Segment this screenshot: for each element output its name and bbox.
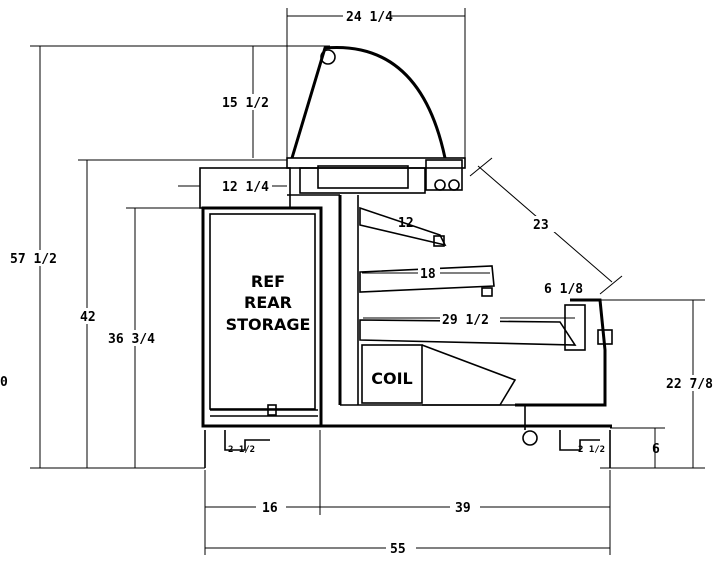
dim-toe-left: 2 1/2 (228, 445, 255, 455)
coil-label: COIL (371, 369, 413, 388)
dim-rear-depth: 16 (262, 501, 278, 516)
dim-overall-height: 57 1/2 (10, 252, 57, 267)
dim-shelf-middle: 18 (420, 267, 436, 282)
dimension-lines (30, 8, 705, 555)
dim-storage-height: 36 3/4 (108, 332, 155, 347)
dimension-text: 24 1/4 15 1/2 57 1/2 42 36 3/4 12 1/4 23… (0, 8, 722, 557)
dim-base-height: 6 (652, 442, 660, 457)
dim-overall-depth: 55 (390, 542, 406, 557)
dim-glass-diagonal: 23 (533, 218, 549, 233)
dim-counter-height: 42 (80, 310, 96, 325)
dim-top-width: 24 1/4 (346, 10, 393, 25)
dim-left-edge: 0 (0, 375, 8, 390)
dim-toe-right: 2 1/2 (578, 445, 605, 455)
component-labels: REF REAR STORAGE COIL (226, 272, 413, 388)
case-body (199, 45, 613, 468)
dim-canopy-height: 15 1/2 (222, 96, 269, 111)
dim-front-depth: 39 (455, 501, 471, 516)
dim-shelf-upper: 12 (398, 216, 414, 231)
storage-label-line1: REF (251, 272, 285, 291)
dim-front-height: 22 7/8 (666, 377, 713, 392)
dim-top-depth: 12 1/4 (222, 180, 269, 195)
dim-deck-depth: 29 1/2 (442, 313, 489, 328)
storage-label-line3: STORAGE (226, 315, 311, 334)
storage-label-line2: REAR (244, 293, 292, 312)
dim-front-lip: 6 1/8 (544, 282, 583, 297)
